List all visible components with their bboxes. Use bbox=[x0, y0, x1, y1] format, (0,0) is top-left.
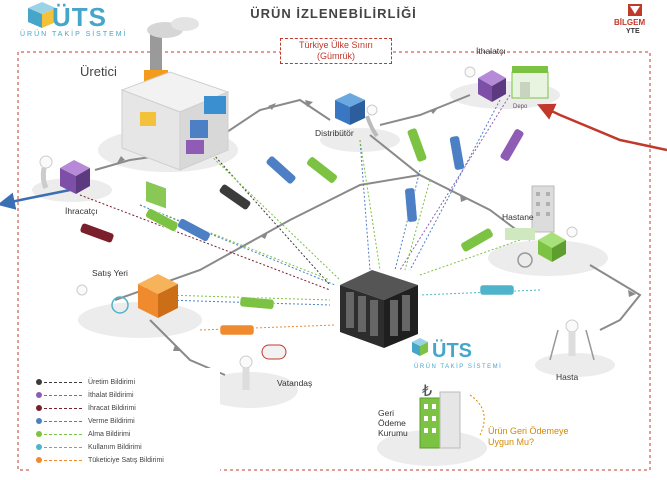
border-label-line2: (Gümrük) bbox=[317, 51, 355, 61]
node-manufacturer: Üretici bbox=[80, 64, 117, 79]
legend-dot bbox=[36, 405, 42, 412]
legend-label: Üretim Bildirimi bbox=[88, 379, 136, 386]
payer-line1: Geri bbox=[378, 408, 395, 418]
legend-dot bbox=[36, 379, 42, 386]
partner-logo: BİLGEM bbox=[614, 18, 646, 27]
legend-dash bbox=[44, 381, 82, 383]
legend-dot bbox=[36, 418, 42, 425]
country-border-label: Türkiye Ülke Sınırı (Gümrük) bbox=[280, 38, 392, 64]
page-title: ÜRÜN İZLENEBİLİRLİĞİ bbox=[250, 6, 417, 21]
legend-dot bbox=[36, 457, 42, 464]
partner-sub: YTE bbox=[626, 28, 640, 35]
server-logo-subtitle: ÜRÜN TAKİP SİSTEMİ bbox=[414, 364, 503, 370]
legend: Üretim Bildirimi İthalat Bildirimi İhrac… bbox=[30, 368, 220, 474]
payer-line3: Kurumu bbox=[378, 428, 408, 438]
export-line bbox=[0, 188, 71, 210]
node-distributor: Distribütör bbox=[315, 128, 354, 138]
legend-dot bbox=[36, 431, 42, 438]
node-citizen: Vatandaş bbox=[277, 378, 313, 388]
distributor-icon bbox=[335, 93, 379, 138]
ground-shadows bbox=[32, 81, 615, 466]
legend-item: Kullanım Bildirimi bbox=[36, 443, 142, 453]
node-payer: Geri Ödeme Kurumu bbox=[378, 408, 408, 438]
legend-label: Alma Bildirimi bbox=[88, 431, 131, 438]
legend-dot bbox=[36, 444, 42, 451]
legend-dot bbox=[36, 392, 42, 399]
logo-subtitle: ÜRÜN TAKİP SİSTEMİ bbox=[20, 31, 128, 38]
currency-icon: ₺ bbox=[422, 383, 432, 400]
legend-label: Kullanım Bildirimi bbox=[88, 444, 142, 451]
server-rack-icon bbox=[340, 270, 418, 348]
warehouse-icon: Depo bbox=[464, 66, 549, 110]
refund-question: Ürün Geri Ödemeye Uygun Mu? bbox=[488, 426, 569, 448]
logo-name: ÜTS bbox=[52, 2, 107, 32]
warehouse-sign: Depo bbox=[513, 104, 528, 110]
node-exporter: İhracatçı bbox=[65, 206, 98, 216]
node-sales-point: Satış Yeri bbox=[92, 268, 128, 278]
flow-arrows bbox=[117, 100, 636, 351]
factory-cube-icon bbox=[120, 17, 230, 209]
refund-line2: Uygun Mu? bbox=[488, 437, 535, 447]
uts-logo-small-icon bbox=[412, 338, 428, 356]
node-patient: Hasta bbox=[556, 372, 579, 382]
legend-item: Alma Bildirimi bbox=[36, 430, 130, 440]
legend-label: Tüketiciye Satış Bildirimi bbox=[88, 457, 164, 464]
legend-dash bbox=[44, 446, 82, 448]
refund-line1: Ürün Geri Ödemeye bbox=[488, 426, 569, 436]
legend-label: İthalat Bildirimi bbox=[88, 392, 134, 399]
server-logo-name: ÜTS bbox=[432, 340, 472, 362]
notification-packets bbox=[79, 127, 524, 336]
payer-line2: Ödeme bbox=[378, 418, 406, 428]
legend-item: Verme Bildirimi bbox=[36, 417, 135, 427]
hospital-icon bbox=[505, 185, 578, 268]
legend-dash bbox=[44, 459, 82, 461]
legend-item: Üretim Bildirimi bbox=[36, 378, 135, 388]
legend-item: İhracat Bildirimi bbox=[36, 404, 136, 414]
country-border bbox=[17, 51, 651, 471]
import-line bbox=[537, 103, 667, 152]
legend-item: Tüketiciye Satış Bildirimi bbox=[36, 456, 164, 466]
node-importer: İthalatçı bbox=[476, 46, 506, 56]
uts-logo-icon bbox=[28, 2, 56, 28]
legend-label: İhracat Bildirimi bbox=[88, 405, 136, 412]
sales-point-icon bbox=[76, 274, 178, 318]
crutches-icon bbox=[549, 319, 595, 361]
legend-dash bbox=[44, 420, 82, 422]
legend-label: Verme Bildirimi bbox=[88, 418, 135, 425]
node-hospital: Hastane bbox=[502, 212, 534, 222]
border-label-line1: Türkiye Ülke Sınırı bbox=[298, 40, 374, 50]
legend-item: İthalat Bildirimi bbox=[36, 391, 134, 401]
exporter-icon bbox=[39, 155, 90, 194]
legend-dash bbox=[44, 394, 82, 396]
bilgem-logo-icon bbox=[628, 4, 642, 16]
citizen-icon bbox=[239, 344, 287, 390]
legend-dash bbox=[44, 433, 82, 435]
money-building-icon: ₺ bbox=[419, 383, 485, 449]
legend-dash bbox=[44, 407, 82, 409]
notification-lines bbox=[79, 94, 541, 331]
